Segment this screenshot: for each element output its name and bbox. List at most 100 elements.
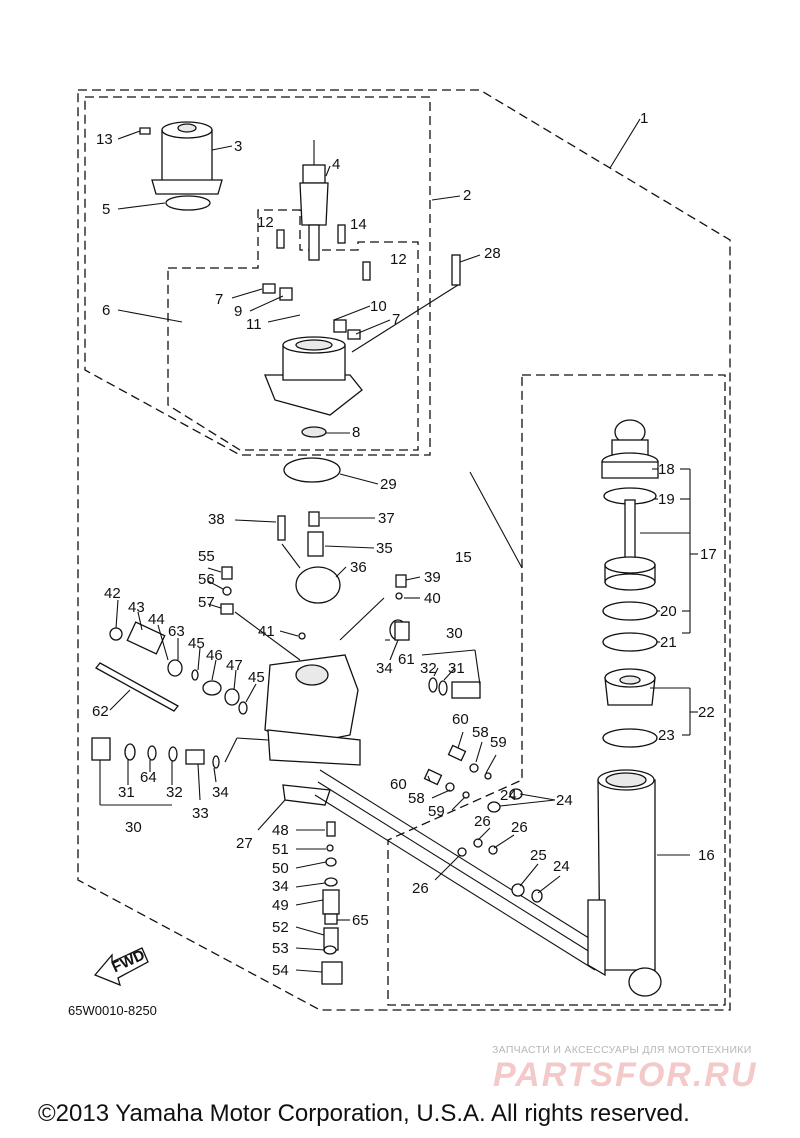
callout-26: 26	[474, 813, 491, 830]
callout-48: 48	[272, 822, 289, 839]
callout-19: 19	[658, 491, 675, 508]
valve-part	[299, 140, 329, 261]
assembly-boundary	[77, 89, 731, 1011]
callout-29: 29	[380, 476, 397, 493]
group-10-boundary	[167, 209, 419, 451]
diagram-code: 65W0010-8250	[68, 1003, 157, 1018]
callout-43: 43	[128, 599, 145, 616]
callout-5: 5	[102, 201, 110, 218]
callout-56: 56	[198, 571, 215, 588]
callout-40: 40	[424, 590, 441, 607]
leader-lines	[99, 118, 698, 973]
callout-53: 53	[272, 940, 289, 957]
callout-1: 1	[640, 110, 648, 127]
callout-45b: 45	[248, 669, 265, 686]
watermark-logo: PARTSFOR.RU	[493, 1056, 758, 1094]
callout-33: 33	[192, 805, 209, 822]
callout-65: 65	[352, 912, 369, 929]
callout-61: 61	[398, 651, 415, 668]
callout-16: 16	[698, 847, 715, 864]
callout-9: 9	[234, 303, 242, 320]
callout-44: 44	[148, 611, 165, 628]
callout-49: 49	[272, 897, 289, 914]
lower-stack	[321, 821, 343, 985]
callout-20: 20	[660, 603, 677, 620]
callout-35: 35	[376, 540, 393, 557]
reservoir-part	[264, 336, 363, 483]
motor-part	[139, 121, 223, 211]
fwd-arrow: FWD	[93, 946, 149, 987]
callout-24: 24	[556, 792, 573, 809]
callout-55: 55	[198, 548, 215, 565]
callout-22: 22	[698, 704, 715, 721]
callout-63: 63	[168, 623, 185, 640]
callout-21: 21	[660, 634, 677, 651]
callout-59: 59	[490, 734, 507, 751]
callout-47: 47	[226, 657, 243, 674]
callout-15: 15	[455, 549, 472, 566]
piston-rod-part	[601, 419, 659, 748]
callout-54: 54	[272, 962, 289, 979]
callout-7b: 7	[392, 311, 400, 328]
callout-26c: 26	[412, 880, 429, 897]
callout-46: 46	[206, 647, 223, 664]
callout-30b: 30	[125, 819, 142, 836]
watermark-tagline: ЗАПЧАСТИ И АКСЕССУАРЫ ДЛЯ МОТОТЕХНИКИ	[492, 1044, 752, 1056]
callout-2: 2	[463, 187, 471, 204]
left-fittings	[91, 621, 248, 769]
callout-4: 4	[332, 156, 340, 173]
callout-8: 8	[352, 424, 360, 441]
callout-32: 32	[420, 660, 437, 677]
callout-24b: 24	[553, 858, 570, 875]
callout-34b: 34	[212, 784, 229, 801]
callout-58: 58	[472, 724, 489, 741]
callout-24c: 24	[500, 787, 517, 804]
callout-37: 37	[378, 510, 395, 527]
callout-26b: 26	[511, 819, 528, 836]
callout-42: 42	[104, 585, 121, 602]
callout-38: 38	[208, 511, 225, 528]
callout-34c: 34	[272, 878, 289, 895]
callout-30: 30	[446, 625, 463, 642]
callout-11: 11	[246, 316, 262, 333]
callout-13: 13	[96, 131, 113, 148]
callout-64: 64	[140, 769, 157, 786]
copyright-notice: ©2013 Yamaha Motor Corporation, U.S.A. A…	[38, 1100, 690, 1127]
callout-57: 57	[198, 594, 215, 611]
callout-10: 10	[370, 298, 387, 315]
group-15-boundary	[387, 374, 726, 1006]
callout-59b: 59	[428, 803, 445, 820]
callout-52: 52	[272, 919, 289, 936]
callout-6: 6	[102, 302, 110, 319]
callout-12: 12	[257, 214, 274, 231]
callout-28: 28	[484, 245, 501, 262]
callout-17: 17	[700, 546, 717, 563]
callout-25: 25	[530, 847, 547, 864]
callout-18: 18	[658, 461, 675, 478]
callout-60: 60	[452, 711, 469, 728]
callout-14: 14	[350, 216, 367, 233]
small-parts	[220, 224, 461, 641]
callout-60b: 60	[390, 776, 407, 793]
callout-32b: 32	[166, 784, 183, 801]
callout-50: 50	[272, 860, 289, 877]
tilt-cylinder-part	[587, 769, 662, 997]
callout-7: 7	[215, 291, 223, 308]
callout-34: 34	[376, 660, 393, 677]
callout-23: 23	[658, 727, 675, 744]
right-fittings	[394, 621, 523, 857]
callout-12b: 12	[390, 251, 407, 268]
callout-31: 31	[448, 660, 465, 677]
callout-58b: 58	[408, 790, 425, 807]
callout-labels: 1 2 3 4 5 6 7 7 8 9 10 11 12 12 13 14 15…	[92, 110, 717, 979]
callout-3: 3	[234, 138, 242, 155]
callout-41: 41	[258, 623, 275, 640]
group-2-boundary	[84, 96, 431, 456]
callout-39: 39	[424, 569, 441, 586]
callout-27: 27	[236, 835, 253, 852]
callout-31b: 31	[118, 784, 135, 801]
callout-62: 62	[92, 703, 109, 720]
pump-body-part	[264, 654, 361, 806]
callout-51: 51	[272, 841, 289, 858]
